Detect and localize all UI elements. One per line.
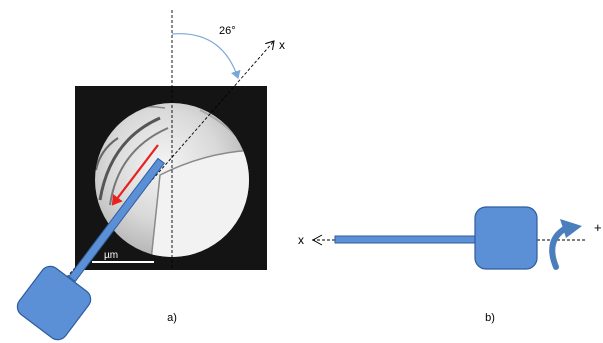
scale-bar <box>92 261 154 263</box>
b-probe-head <box>475 207 537 269</box>
panel-a: µm x 26° a) <box>13 10 285 343</box>
rotation-arrow-curve <box>552 228 566 267</box>
rotation-arrow-head <box>560 219 582 238</box>
x-axis-label: x <box>279 38 285 52</box>
b-probe-shaft <box>335 236 478 243</box>
scale-unit-label: µm <box>104 250 118 261</box>
b-axis-label: x <box>298 233 304 247</box>
angle-arc <box>172 34 238 78</box>
caption-b: b) <box>485 312 495 324</box>
caption-a: a) <box>167 312 177 324</box>
angle-label: 26° <box>219 25 236 37</box>
panel-b: x + b) <box>298 207 602 324</box>
b-edge-label: + <box>594 220 602 235</box>
probe-head <box>13 262 94 343</box>
